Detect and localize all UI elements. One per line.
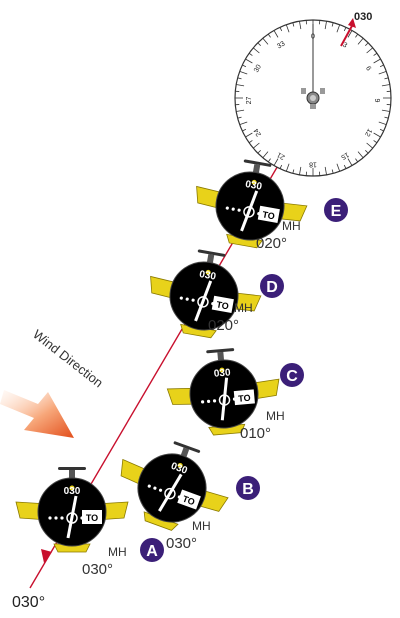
position-badge-label: E xyxy=(331,203,342,220)
mh-label: MH xyxy=(108,545,127,559)
compass-tick-label: 24 xyxy=(253,127,263,137)
wind-direction-label: Wind Direction xyxy=(30,327,106,391)
mh-label: MH xyxy=(266,409,285,423)
position-badge xyxy=(324,198,348,222)
to-flag-label: TO xyxy=(238,393,251,404)
dial-heading-label: 030 xyxy=(213,367,231,379)
compass-tick-label: 3 xyxy=(341,42,348,50)
position-badge-label: B xyxy=(242,481,254,498)
mh-label: MH xyxy=(234,301,253,315)
compass-tick-label: 27 xyxy=(246,97,253,105)
compass-rose: 03691215182124273033 xyxy=(234,18,392,177)
compass-tick-label: 12 xyxy=(363,127,373,137)
mh-value: 020° xyxy=(256,235,287,252)
compass-tick-label: 33 xyxy=(276,40,286,50)
position-badge-label: C xyxy=(286,368,298,385)
mh-value: 020° xyxy=(208,317,239,334)
position-badge xyxy=(260,274,284,298)
to-flag-label: TO xyxy=(181,494,196,508)
position-badge xyxy=(140,538,164,562)
compass-tick-label: 30 xyxy=(253,64,263,74)
course-arrowhead-icon xyxy=(41,549,52,563)
to-flag-label: TO xyxy=(86,513,98,523)
mh-label: MH xyxy=(192,519,211,533)
position-badge xyxy=(280,363,304,387)
compass-heading-label: 030 xyxy=(354,11,372,23)
mh-value: 030° xyxy=(166,535,197,552)
position-badge-label: D xyxy=(266,279,278,296)
to-flag-label: TO xyxy=(262,209,276,221)
course-label: 030° xyxy=(12,594,45,611)
mh-value: 010° xyxy=(240,425,271,442)
mh-value: 030° xyxy=(82,561,113,578)
compass-tick-label: 15 xyxy=(340,151,350,161)
compass-tick-label: 21 xyxy=(276,150,286,160)
dial-heading-label: 030 xyxy=(64,486,81,497)
dial-heading-label: 030 xyxy=(198,269,217,283)
position-badge-label: A xyxy=(146,543,158,560)
position-badge xyxy=(236,476,260,500)
compass-tick-label: 6 xyxy=(364,65,372,72)
wind-arrow-icon xyxy=(0,390,74,438)
to-flag-label: TO xyxy=(216,299,230,311)
compass-tick-label: 18 xyxy=(309,161,317,168)
dial-heading-label: 030 xyxy=(244,179,263,193)
compass-tick-label: 9 xyxy=(373,99,380,103)
mh-label: MH xyxy=(282,219,301,233)
